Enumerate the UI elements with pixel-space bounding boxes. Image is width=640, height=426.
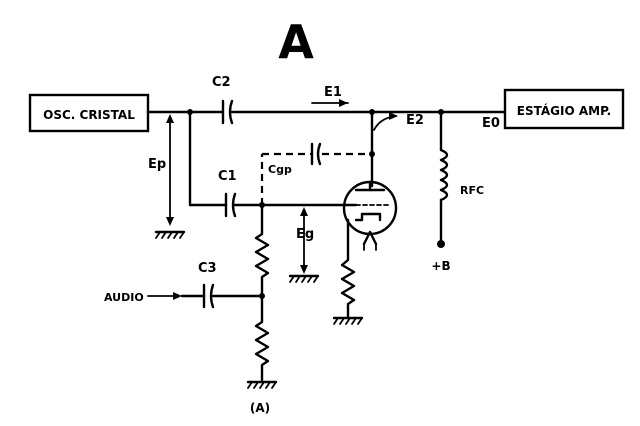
ground-symbol-ep	[154, 230, 186, 239]
oscillator-block	[28, 93, 150, 133]
cgp-label: Cgp	[268, 163, 292, 176]
ep-arrow	[166, 114, 174, 226]
figure-caption: (A)	[250, 401, 270, 415]
audio-label: AUDIO	[104, 291, 144, 304]
ground-symbol-eg	[288, 274, 320, 283]
ground-symbol-cathode	[332, 316, 364, 325]
e1-arrow	[311, 99, 349, 107]
e1-label: E1	[324, 85, 342, 100]
oscillator-label: OSC. CRISTAL	[43, 108, 135, 122]
e2-arrow	[373, 112, 398, 131]
triode-tube	[342, 180, 398, 251]
figure-heading: A	[278, 15, 314, 69]
cathode-resistor	[340, 218, 356, 318]
amplifier-label: ESTÁGIO AMP.	[517, 103, 611, 118]
rfc-label: RFC	[460, 184, 484, 197]
e2-label: E2	[406, 113, 424, 128]
eg-arrow	[300, 207, 308, 274]
c2-label: C2	[212, 75, 231, 90]
ep-label: Ep	[148, 157, 166, 172]
plus-b-label: +B	[431, 259, 450, 273]
eg-label: Eg	[296, 227, 314, 242]
capacitor-c1	[224, 192, 237, 218]
grid-resistor-lower	[254, 294, 270, 382]
e0-label: E0	[482, 116, 500, 131]
capacitor-c2	[221, 99, 234, 125]
rfc-choke	[439, 110, 449, 244]
capacitor-cgp	[260, 142, 372, 205]
c3-label: C3	[198, 261, 217, 276]
plus-b-terminal	[437, 240, 445, 248]
amplifier-block	[503, 88, 625, 130]
capacitor-c3	[180, 283, 264, 309]
c1-label: C1	[218, 169, 237, 184]
audio-input-arrow	[147, 292, 182, 300]
ground-symbol-bias	[246, 380, 278, 389]
grid-resistor-upper	[254, 203, 270, 298]
